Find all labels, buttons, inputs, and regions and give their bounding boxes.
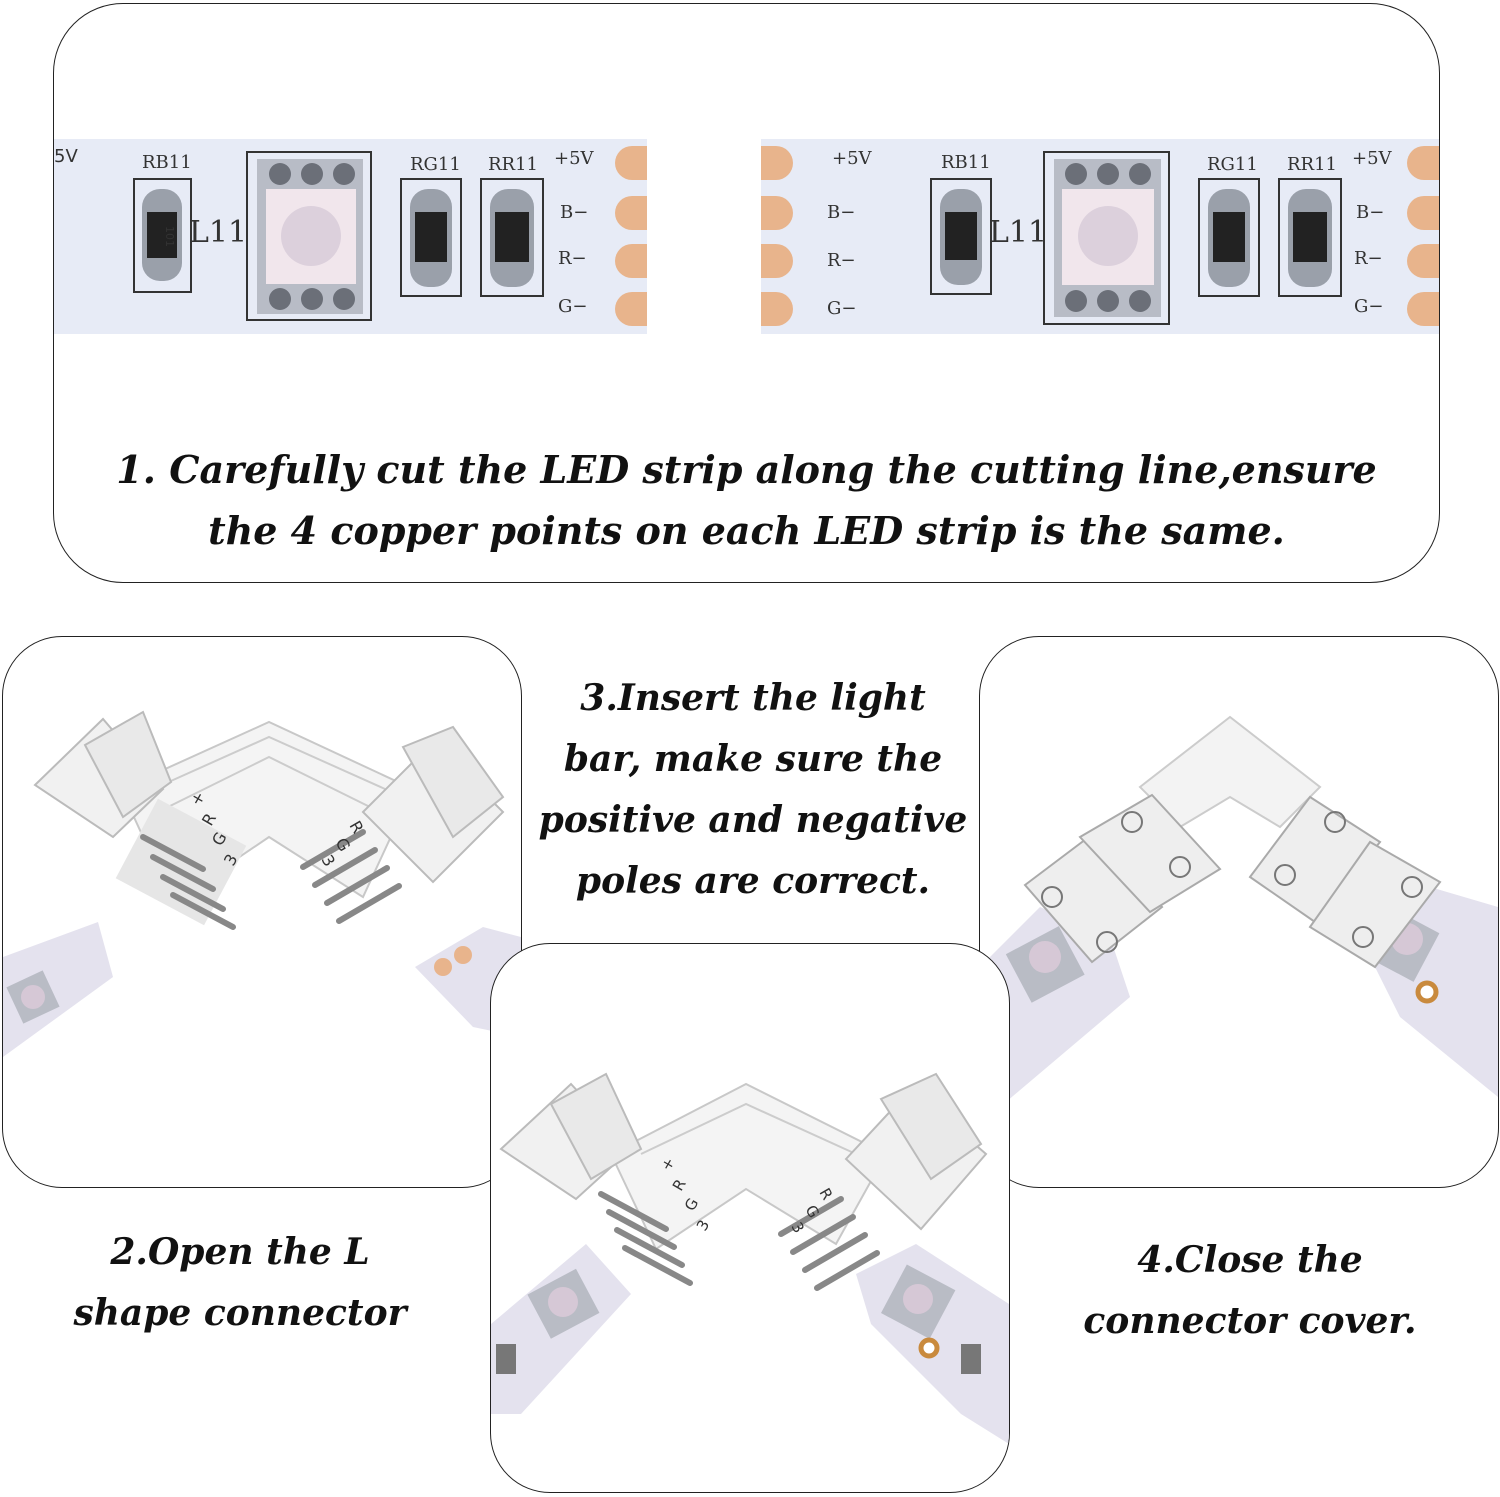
copper-pad bbox=[615, 292, 647, 326]
step4-caption-line1: 4.Close the bbox=[1137, 1239, 1363, 1281]
copper-pad bbox=[761, 292, 793, 326]
step3-caption-line4: poles are correct. bbox=[575, 860, 931, 902]
step3-caption-line3: positive and negative bbox=[538, 799, 968, 841]
strip-label-r: R− bbox=[1354, 248, 1383, 269]
step1-caption-line1: 1. Carefully cut the LED strip along the… bbox=[116, 447, 1377, 492]
closed-l-connector-illustration bbox=[980, 715, 1498, 1107]
right-strip-piece: +5V B− R− G− RB11 L11 RG11 RR11 bbox=[761, 139, 1439, 334]
copper-pad bbox=[761, 244, 793, 278]
copper-pad bbox=[615, 146, 647, 180]
strip-label-rb11: RB11 bbox=[142, 152, 192, 173]
copper-pad bbox=[761, 196, 793, 230]
connector-left-cover bbox=[1023, 793, 1222, 964]
open-l-connector-illustration: + R G 3 3 G R bbox=[3, 710, 521, 1057]
strip-label-r: R− bbox=[558, 248, 587, 269]
connector-label-3: 3 bbox=[788, 1219, 808, 1236]
copper-pad bbox=[1407, 196, 1439, 230]
step3-caption-line2: bar, make sure the bbox=[563, 738, 943, 780]
strip-label-5v: 5V bbox=[54, 146, 78, 167]
step3-panel: + R G 3 3 G R bbox=[490, 943, 1010, 1493]
connector-label-3: 3 bbox=[693, 1217, 713, 1234]
strip-label-rg11: RG11 bbox=[1207, 154, 1258, 175]
copper-pad bbox=[1407, 244, 1439, 278]
step2-panel: + R G 3 3 G R bbox=[2, 636, 522, 1188]
strip-label-plus5v: +5V bbox=[1352, 148, 1393, 169]
step3-caption-line1: 3.Insert the light bbox=[580, 677, 926, 719]
step2-caption-line2: shape connector bbox=[73, 1292, 407, 1334]
strip-label-g: G− bbox=[558, 296, 587, 317]
step4-panel bbox=[979, 636, 1499, 1188]
connector-right-cover bbox=[1248, 795, 1442, 969]
copper-pad bbox=[761, 146, 793, 180]
step2-caption-line1: 2.Open the L bbox=[110, 1231, 370, 1273]
strip-label-g: G− bbox=[1354, 296, 1383, 317]
strip-label-l11: L11 bbox=[989, 215, 1047, 250]
step1-panel: 5V RB11 101 L11 RG11 RR11 bbox=[53, 3, 1440, 583]
connector-left-clip: + R G 3 bbox=[33, 710, 247, 930]
strip-label-plus5v: +5V bbox=[554, 148, 595, 169]
strip-label-rr11: RR11 bbox=[1287, 154, 1337, 175]
strip-label-plus5v: +5V bbox=[832, 148, 873, 169]
strip-label-rb11: RB11 bbox=[941, 152, 991, 173]
strip-label-g: G− bbox=[827, 298, 856, 319]
step4-caption: 4.Close the connector cover. bbox=[1040, 1230, 1460, 1352]
strip-label-b: B− bbox=[560, 202, 588, 223]
resistor-code: 101 bbox=[163, 226, 176, 247]
copper-pad bbox=[1407, 292, 1439, 326]
step1-caption-line2: the 4 copper points on each LED strip is… bbox=[208, 508, 1285, 553]
copper-pad bbox=[615, 244, 647, 278]
step3-caption: 3.Insert the light bar, make sure the po… bbox=[520, 668, 986, 912]
connector-right-clip: 3 G R bbox=[300, 725, 505, 924]
copper-pad bbox=[1407, 146, 1439, 180]
strip-label-r: R− bbox=[827, 250, 856, 271]
strip-label-b: B− bbox=[827, 202, 855, 223]
left-strip-piece: 5V RB11 101 L11 RG11 RR11 bbox=[54, 139, 647, 334]
strip-label-rg11: RG11 bbox=[410, 154, 461, 175]
step1-caption: 1. Carefully cut the LED strip along the… bbox=[74, 439, 1419, 561]
led-strip-cut-illustration: 5V RB11 101 L11 RG11 RR11 bbox=[54, 139, 1439, 334]
strip-label-l11: L11 bbox=[189, 215, 247, 250]
copper-pad bbox=[615, 196, 647, 230]
step4-caption-line2: connector cover. bbox=[1083, 1300, 1417, 1342]
strip-label-rr11: RR11 bbox=[488, 154, 538, 175]
strip-label-b: B− bbox=[1356, 202, 1384, 223]
insert-strip-illustration: + R G 3 3 G R bbox=[491, 1072, 1009, 1444]
step2-caption: 2.Open the L shape connector bbox=[40, 1222, 440, 1344]
